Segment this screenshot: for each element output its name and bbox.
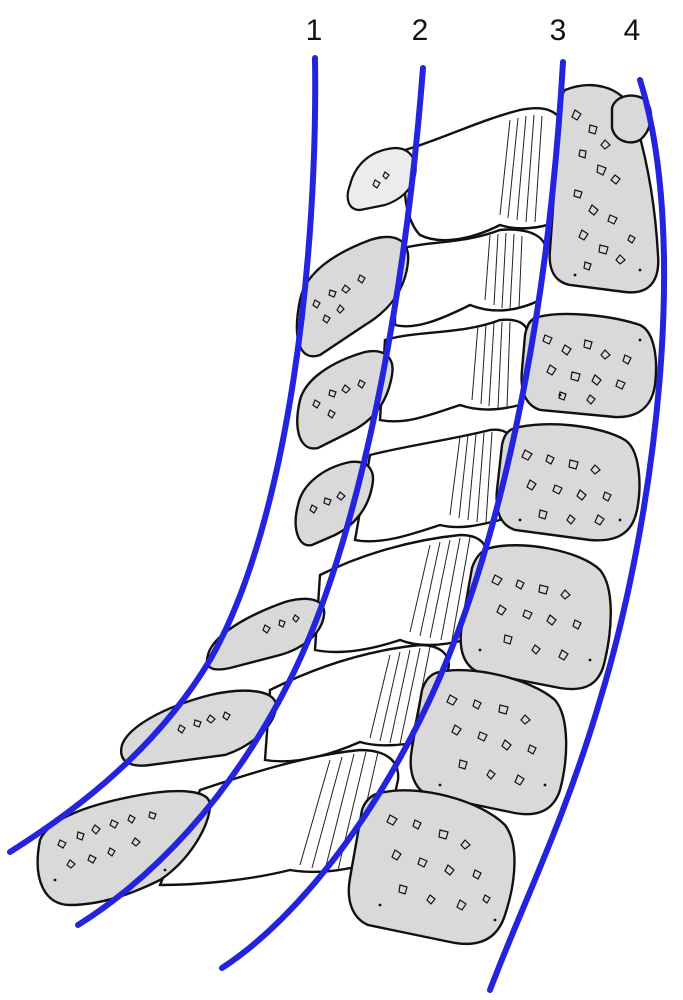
vertebral-body-c5 xyxy=(459,544,612,691)
reference-lines xyxy=(7,55,668,993)
arch-c1 xyxy=(403,107,567,242)
vertebral-bodies xyxy=(347,83,660,946)
line-label-2: 2 xyxy=(412,14,429,47)
spinous-process-c3 xyxy=(296,349,394,450)
spinous-process-c6 xyxy=(119,689,278,767)
arch-c3 xyxy=(378,318,530,423)
line-label-1: 1 xyxy=(306,14,323,47)
reference-line-1 xyxy=(7,55,319,855)
reference-line-3 xyxy=(219,59,566,971)
reference-line-4 xyxy=(487,77,668,993)
arch-hatching xyxy=(299,114,543,871)
trabecular-texture xyxy=(53,109,642,922)
spinous-process-c7 xyxy=(36,789,212,907)
line-label-4: 4 xyxy=(624,14,641,47)
reference-line-2 xyxy=(75,65,426,928)
spinous-process-c4 xyxy=(294,460,375,547)
spinous-process-c2 xyxy=(295,235,410,358)
spinous-processes xyxy=(36,146,417,907)
vertebral-body-c7 xyxy=(347,789,516,946)
arch-c2 xyxy=(393,228,547,328)
line-labels: 1 2 3 4 xyxy=(306,14,641,47)
line-label-3: 3 xyxy=(550,14,567,47)
vertebral-body-c4 xyxy=(495,423,641,542)
vertebral-body-c6 xyxy=(409,668,568,816)
vertebral-body-c3 xyxy=(520,312,658,419)
